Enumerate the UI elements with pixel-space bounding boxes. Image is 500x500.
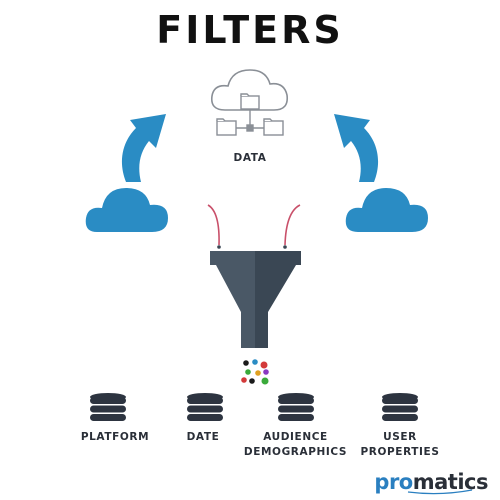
brand-prefix: pro: [374, 470, 413, 494]
particle-dot: [249, 378, 255, 384]
right-cloud-icon: [345, 188, 428, 232]
right-up-arrow-icon: [334, 114, 379, 182]
database-icon: [278, 393, 314, 421]
left-up-arrow-icon: [121, 114, 166, 182]
data-stream-lines: [207, 204, 301, 246]
category-label-audience-demographics: AUDIENCE DEMOGRAPHICS: [238, 430, 353, 460]
data-label: DATA: [233, 152, 267, 164]
funnel-icon: [210, 251, 301, 348]
brand-swoosh: [407, 489, 473, 495]
category-line: AUDIENCE: [263, 431, 328, 443]
category-line: PROPERTIES: [360, 446, 440, 458]
category-line: PLATFORM: [80, 431, 150, 443]
category-label-user-properties: USER PROPERTIES: [345, 430, 455, 460]
filtered-particles: [241, 359, 269, 385]
particle-dot: [243, 360, 249, 366]
brand-logo: promatics: [374, 470, 488, 494]
category-label-platform: PLATFORM: [60, 430, 170, 445]
left-cloud-icon: [85, 188, 168, 232]
category-line: DATE: [186, 431, 220, 443]
database-icon: [90, 393, 126, 421]
category-line: DEMOGRAPHICS: [243, 446, 348, 458]
particle-dot: [255, 370, 261, 376]
particle-dot: [260, 361, 268, 369]
particle-dot: [245, 369, 251, 375]
particle-dot: [263, 369, 269, 375]
brand-suffix: matics: [412, 470, 489, 494]
category-line: USER: [383, 431, 417, 443]
database-icon: [187, 393, 223, 421]
database-icon: [382, 393, 418, 421]
diagram-title: FILTERS: [156, 8, 344, 52]
folder-network-icon: [216, 93, 284, 136]
particle-dot: [252, 359, 258, 365]
category-label-date: DATE: [153, 430, 253, 445]
data-cloud-icon: [210, 69, 289, 111]
particle-dot: [241, 377, 247, 383]
particle-dot: [261, 377, 269, 385]
